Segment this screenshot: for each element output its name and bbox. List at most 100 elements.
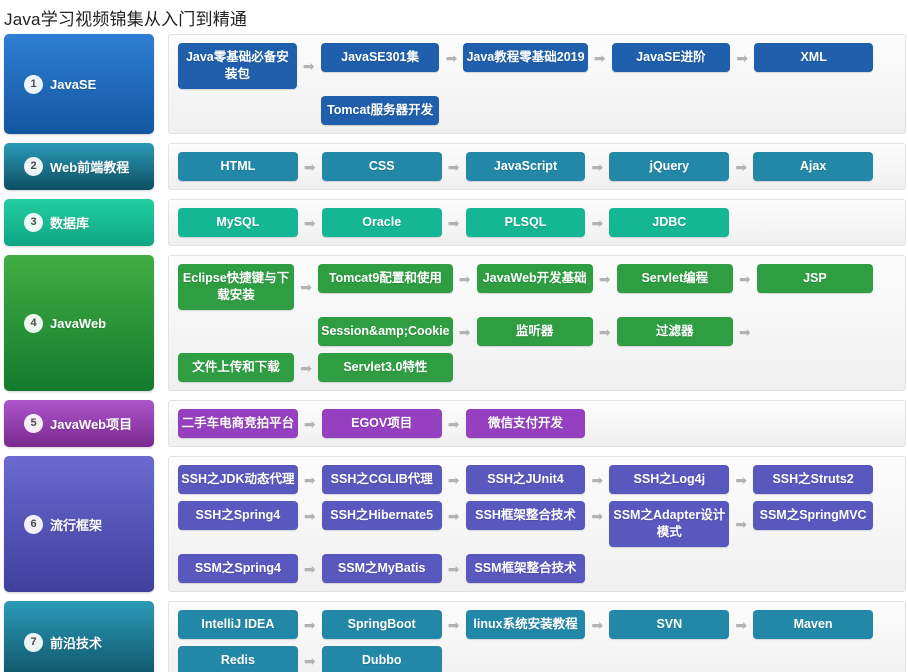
flow-arrow-icon: ➡ [303, 415, 316, 432]
course-item[interactable]: jQuery [609, 152, 730, 181]
course-item[interactable]: Eclipse快捷键与下载安装 [178, 264, 295, 310]
course-item[interactable]: Redis [178, 646, 298, 672]
course-cell [466, 646, 610, 672]
course-item[interactable]: EGOV项目 [321, 409, 442, 438]
course-item[interactable]: SSM之Adapter设计模式 [609, 501, 730, 547]
flow-arrow-icon: ➡ [591, 616, 604, 633]
flow-arrow-icon: ➡ [735, 471, 748, 488]
course-item[interactable]: Tomcat服务器开发 [320, 96, 440, 125]
flow-arrow-icon: ➡ [303, 616, 316, 633]
course-cell: CSS➡ [321, 152, 466, 181]
flow-arrow-icon: ➡ [445, 49, 458, 66]
course-item[interactable]: linux系统安装教程 [465, 610, 586, 639]
course-item[interactable]: SSH之CGLIB代理 [321, 465, 442, 494]
course-cell: JavaSE301集 ➡ [320, 43, 464, 72]
course-cell: Dubbo [321, 646, 466, 672]
course-cell: JDBC [609, 208, 753, 237]
course-item[interactable]: Servlet3.0特性 [318, 353, 453, 382]
course-cell [178, 317, 318, 346]
course-item[interactable]: Oracle [321, 208, 442, 237]
course-item[interactable]: SVN [609, 610, 730, 639]
flow-arrow-icon: ➡ [593, 49, 606, 66]
course-item[interactable]: Servlet编程 [616, 264, 733, 293]
course-item[interactable]: 微信支付开发 [465, 409, 586, 438]
course-item[interactable]: Java零基础必备安装包 [178, 43, 297, 89]
course-cell [463, 96, 611, 125]
course-item[interactable]: SSH之Hibernate5 [321, 501, 442, 530]
course-cell: Redis➡ [178, 646, 322, 672]
course-item[interactable]: SSM之SpringMVC [753, 501, 873, 530]
course-item[interactable]: JDBC [609, 208, 730, 237]
course-cell: jQuery➡ [609, 152, 753, 181]
course-item[interactable]: HTML [178, 152, 298, 181]
course-item[interactable]: Tomcat9配置和使用 [318, 264, 453, 293]
course-cell: PLSQL ➡ [465, 208, 610, 237]
category-label: 前沿技术 [50, 636, 103, 651]
course-item[interactable]: SSM之MyBatis [321, 554, 442, 583]
course-cell: EGOV项目➡ [321, 409, 466, 438]
flow-arrow-icon: ➡ [739, 323, 751, 340]
course-item[interactable]: 监听器 [476, 317, 593, 346]
course-item[interactable]: 文件上传和下载 [178, 353, 295, 382]
course-item[interactable]: SSH之JUnit4 [465, 465, 586, 494]
course-cell: linux系统安装教程 ➡ [465, 610, 610, 639]
course-item[interactable]: 过滤器 [616, 317, 733, 346]
course-item[interactable]: XML [754, 43, 873, 72]
course-item[interactable]: IntelliJ IDEA [178, 610, 298, 639]
course-cell [609, 646, 753, 672]
course-cell: Maven [753, 610, 897, 639]
course-item[interactable]: JavaSE301集 [320, 43, 440, 72]
course-item[interactable]: SSH之Spring4 [178, 501, 298, 530]
course-item[interactable]: Session&amp;Cookie [318, 317, 453, 346]
category-label: JavaSE [50, 76, 97, 92]
course-item[interactable]: JavaWeb开发基础 [476, 264, 593, 293]
course-item[interactable]: SSH框架整合技术 [465, 501, 586, 530]
course-cell: Java教程零基础2019 ➡ [463, 43, 611, 72]
course-item[interactable]: SSH之Log4j [609, 465, 730, 494]
course-item[interactable]: SSH之Struts2 [753, 465, 873, 494]
course-cell: SSM之Adapter设计模式➡ [609, 501, 753, 547]
course-cell: MySQL➡ [178, 208, 322, 237]
course-item[interactable]: SSM框架整合技术 [465, 554, 586, 583]
course-cell: Oracle ➡ [321, 208, 466, 237]
course-cell: 二手车电商竞拍平台 ➡ [178, 409, 322, 438]
course-item[interactable]: JavaScript [465, 152, 586, 181]
flow-arrow-icon: ➡ [303, 158, 316, 175]
flow-arrow-icon: ➡ [591, 214, 604, 231]
course-item[interactable]: 二手车电商竞拍平台 [178, 409, 298, 438]
flow-arrow-icon: ➡ [447, 214, 460, 231]
course-panel: Java零基础必备安装包➡JavaSE301集➡Java教程零基础2019➡Ja… [168, 34, 906, 134]
course-cell: SVN➡ [609, 610, 753, 639]
course-item[interactable]: SSM之Spring4 [178, 554, 298, 583]
course-item[interactable]: SSH之JDK动态代理 [178, 465, 298, 494]
course-item[interactable]: Maven [753, 610, 873, 639]
flow-arrow-icon: ➡ [458, 270, 471, 287]
course-item[interactable]: PLSQL [465, 208, 586, 237]
course-item[interactable]: Java教程零基础2019 [463, 43, 588, 72]
course-item[interactable]: SpringBoot [321, 610, 442, 639]
course-item[interactable]: JavaSE进阶 [611, 43, 731, 72]
course-cell: Java零基础必备安装包➡ [178, 43, 321, 89]
course-item[interactable]: MySQL [178, 208, 298, 237]
course-panel: 二手车电商竞拍平台 ➡ EGOV项目➡微信支付开发 [168, 400, 906, 447]
flow-arrow-icon: ➡ [598, 323, 611, 340]
course-grid: HTML➡CSS➡JavaScript➡jQuery➡Ajax [178, 152, 897, 181]
course-item[interactable]: JSP [756, 264, 873, 293]
course-cell: Tomcat9配置和使用 ➡ [318, 264, 477, 293]
category-number-badge: 2 [24, 157, 43, 176]
course-item[interactable]: Dubbo [321, 646, 442, 672]
course-cell: Ajax [753, 152, 897, 181]
course-item[interactable]: Ajax [753, 152, 873, 181]
course-cell: SSH之Struts2 [753, 465, 897, 494]
course-item[interactable]: CSS [321, 152, 442, 181]
